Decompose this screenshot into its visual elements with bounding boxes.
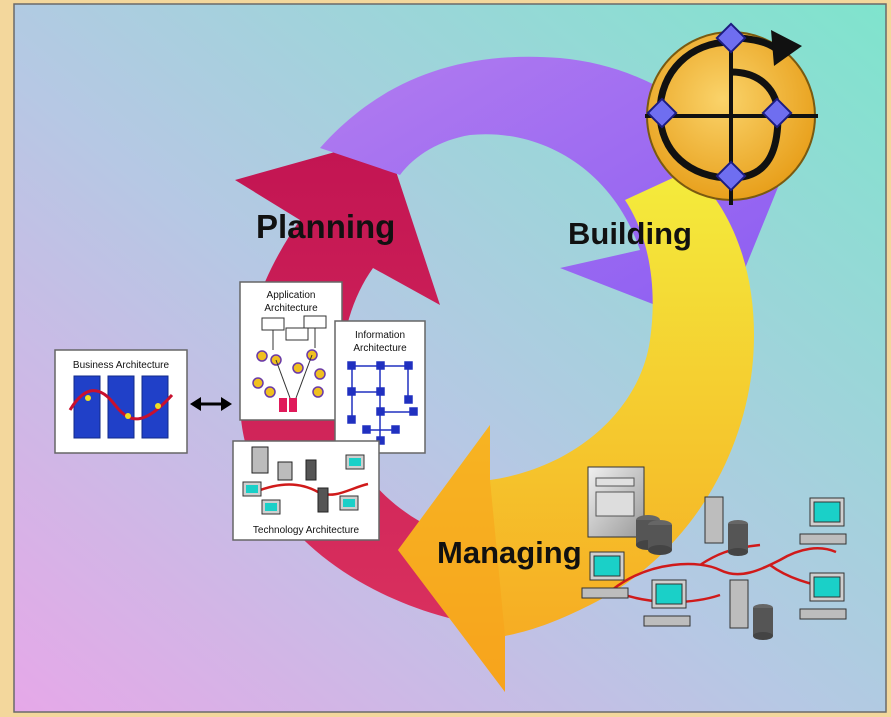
- phase-label-planning: Planning: [256, 208, 395, 245]
- information-tree-icon: [347, 361, 418, 445]
- application-architecture-title-2: Architecture: [264, 303, 318, 314]
- computer-network-icon: [581, 466, 847, 640]
- double-arrow-icon: [190, 397, 232, 411]
- phase-label-building: Building: [568, 216, 692, 251]
- target-cycle-icon: [645, 22, 818, 205]
- business-architecture-title: Business Architecture: [73, 360, 170, 371]
- technology-architecture-panel: Technology Architecture: [232, 440, 380, 541]
- business-architecture-panel: Business Architecture: [54, 349, 188, 454]
- application-architecture-title-1: Application: [267, 290, 316, 301]
- technology-network-icon: [242, 446, 369, 515]
- technology-architecture-title: Technology Architecture: [253, 525, 360, 536]
- information-architecture-panel: Information Architecture: [334, 320, 426, 454]
- phase-label-managing: Managing: [437, 535, 582, 570]
- business-blocks-icon: [68, 375, 174, 439]
- application-flow-icon: [252, 315, 327, 412]
- application-architecture-panel: Application Architecture: [239, 281, 343, 421]
- information-architecture-title-2: Architecture: [353, 343, 407, 354]
- information-architecture-title-1: Information: [355, 330, 405, 341]
